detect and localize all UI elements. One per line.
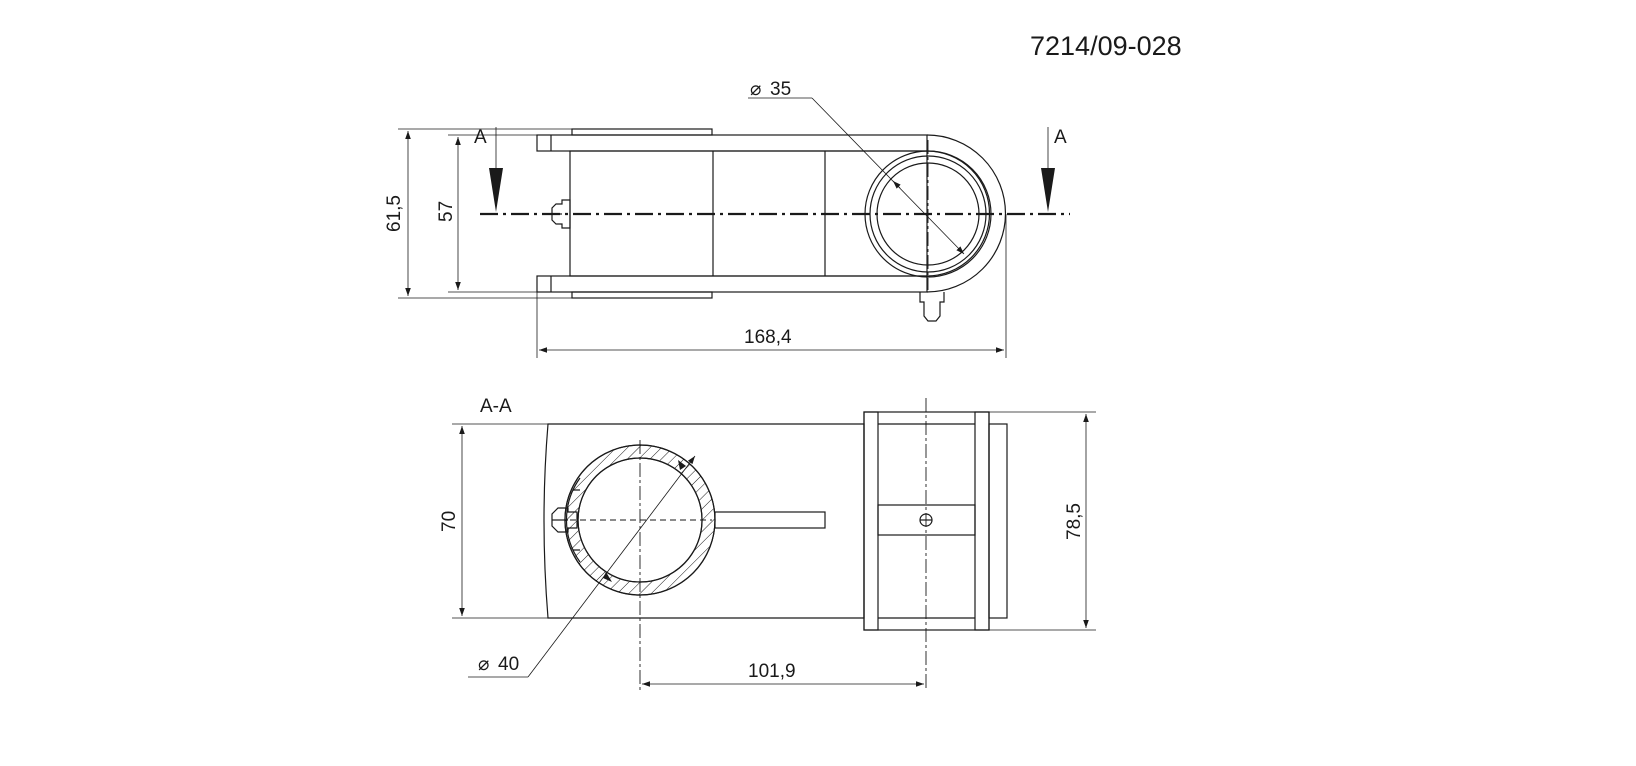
grease-nipple-section-icon <box>551 507 578 533</box>
bushing-left-wall <box>863 411 879 631</box>
dim-length-168-4: 168,4 <box>744 327 792 348</box>
dim-diameter-40: 40 <box>498 654 519 675</box>
dim-height-61-5: 61,5 <box>384 195 405 232</box>
drawing-number: 7214/09-028 <box>1030 31 1182 61</box>
dim-diameter-35-symbol: ⌀ <box>750 79 761 100</box>
dim-diameter-40-symbol: ⌀ <box>478 654 489 675</box>
clamp-arm <box>714 511 826 529</box>
pin-band <box>877 504 976 536</box>
section-view: A-A <box>439 396 1096 690</box>
dim-diameter-35: 35 <box>770 79 791 100</box>
dim-height-57: 57 <box>436 201 457 222</box>
bushing-outer-sleeve <box>988 423 1008 619</box>
top-body <box>569 150 928 277</box>
top-plate-lower <box>536 275 928 293</box>
bushing-right-wall <box>974 411 990 631</box>
section-marker-left: A <box>474 127 487 148</box>
top-plate-upper <box>536 134 928 152</box>
dim-center-101-9: 101,9 <box>748 661 796 682</box>
dim-height-70: 70 <box>439 511 460 532</box>
section-title: A-A <box>480 396 512 417</box>
dim-height-78-5: 78,5 <box>1064 503 1085 540</box>
top-rounded-end <box>926 134 1007 293</box>
grease-nipple-bottom-icon <box>919 292 945 322</box>
top-view: A A ⌀ 35 61,5 57 168,4 <box>384 79 1070 358</box>
section-marker-right: A <box>1054 127 1067 148</box>
